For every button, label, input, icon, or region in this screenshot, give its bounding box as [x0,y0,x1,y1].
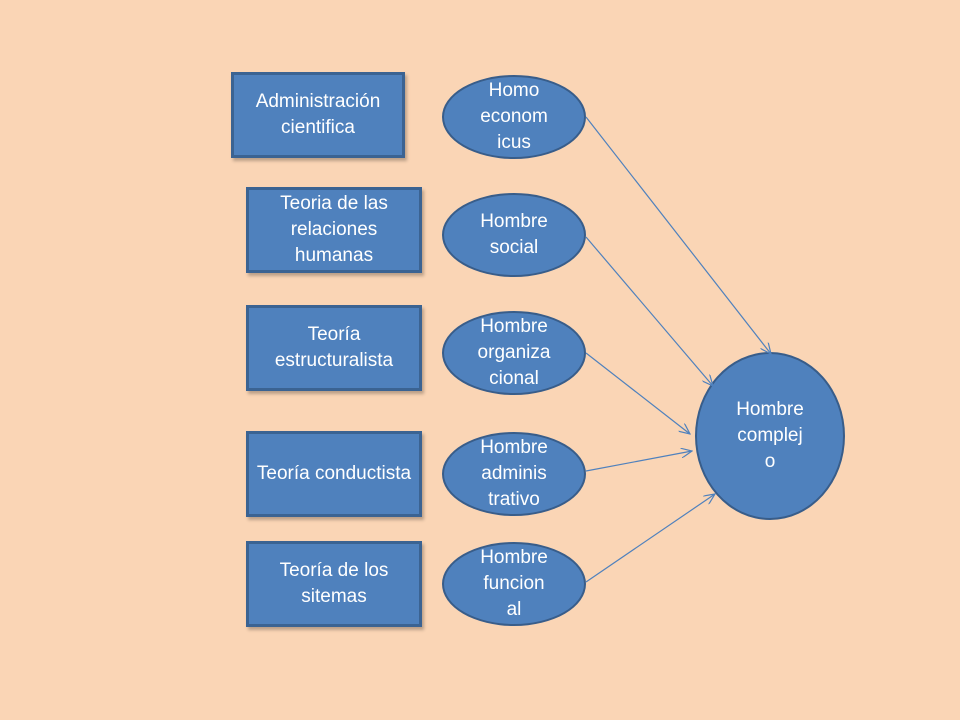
theory-label: Teoría de los sitemas [279,560,389,607]
theory-box-conductista: Teoría conductista [246,431,422,517]
oval-line: Hombre [480,316,548,337]
oval-hombre-complejo: Hombre complej o [695,352,845,520]
oval-homo-economicus: Homo econom icus [442,75,586,159]
oval-hombre-funcional: Hombre funcion al [442,542,586,626]
theory-label: Teoría estructuralista [274,324,394,371]
oval-line: Hombre [480,437,548,458]
oval-hombre-social: Hombre social [442,193,586,277]
oval-line: Hombre [736,399,804,420]
theory-label: Administración cientifica [255,91,381,138]
oval-hombre-organizacional: Hombre organiza cional [442,311,586,395]
oval-line: organiza [477,342,551,363]
oval-line: social [489,237,539,258]
oval-line: Homo [488,80,540,101]
oval-line: trativo [488,489,540,510]
theory-box-relaciones-humanas: Teoria de las relaciones humanas [246,187,422,273]
oval-line: cional [489,368,539,389]
oval-line: o [764,451,776,472]
oval-line: icus [497,132,531,153]
oval-line: complej [737,425,803,446]
theory-box-administracion-cientifica: Administración cientifica [231,72,405,158]
oval-line: al [506,599,522,620]
arrow-organizacional-to-complejo [585,352,690,434]
arrow-funcional-to-complejo [585,494,715,583]
arrow-administrativo-to-complejo [585,451,692,472]
theory-label: Teoría conductista [256,463,412,484]
oval-line: Hombre [480,547,548,568]
oval-line: econom [480,106,548,127]
oval-line: funcion [483,573,545,594]
oval-line: adminis [481,463,547,484]
theory-box-sistemas: Teoría de los sitemas [246,541,422,627]
oval-hombre-administrativo: Hombre adminis trativo [442,432,586,516]
theory-label: Teoria de las relaciones humanas [280,193,388,266]
oval-line: Hombre [480,211,548,232]
theory-box-estructuralista: Teoría estructuralista [246,305,422,391]
arrow-social-to-complejo [585,236,713,386]
arrow-economicus-to-complejo [585,116,771,354]
